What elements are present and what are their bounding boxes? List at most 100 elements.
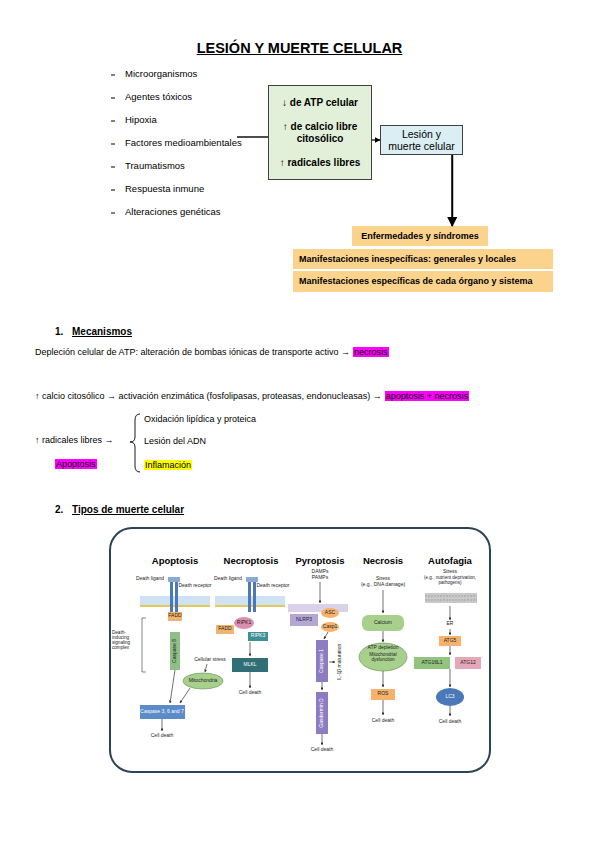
pathway-arrow [383,700,384,715]
figure-label: Caspase 1 [319,649,325,673]
protein-box [362,615,404,631]
section-number: 1. [55,326,63,338]
pathway-arrow [450,629,451,635]
pathway-arrow [170,670,175,703]
mitochondria-symbol [359,643,407,671]
protein-box [140,705,185,719]
figure-label: Casp1 [323,624,337,630]
figure-label: Stress [443,569,457,575]
list-item: Microorganismos [125,69,197,80]
process-box: ↓ de ATP celular ↑ de calcio libre citosó… [268,85,372,180]
section-heading: Tipos de muerte celular [72,504,184,516]
bracket [142,618,146,672]
figure-heading: Autofagia [428,556,472,567]
figure-heading: Necrosis [363,556,403,567]
figure-label: FADD [168,613,181,619]
node-text: ↓ de ATP celular [282,97,358,109]
figure-label: LC3 [445,694,454,700]
protein-box [168,612,182,621]
node-text: ↑ radicales libres [280,157,361,169]
membrane [425,596,477,597]
protein-box [371,689,395,700]
pathway-arrow [162,719,163,731]
figure-heading: Apoptosis [152,556,198,567]
protein-ellipse [436,688,464,706]
figure-label: Cellular stress [194,657,226,663]
protein-box [232,658,268,672]
figure-label: RIPK3 [251,633,265,639]
figure-label: (e.g., DNA damage) [361,582,405,588]
figure-label: MLKL [243,662,256,668]
figure-label: IL-1β maturation [337,644,343,681]
pathway-arrow [250,642,251,656]
pathway-arrow [450,669,451,687]
figure-label: ROS [378,691,389,697]
pathway-arrow [250,672,251,688]
flow-arrow [451,155,453,226]
figure-label: ASC [325,610,335,616]
protein-box [439,636,461,646]
figure-label: ATG16L1 [421,660,442,666]
receptor-symbol [253,582,256,612]
list-item: Alteraciones genéticas [125,207,221,218]
highlighted-text: Inflamación [144,460,192,470]
protein-box [316,692,328,734]
figure-label: DAMPs [312,569,329,575]
protein-ellipse [321,608,339,618]
list-bullet [111,75,115,76]
figure-label: Stress [376,576,390,582]
figure-label: Death receptor [256,583,289,589]
list-item: Respuesta inmune [125,184,204,195]
pathway-arrow [450,646,451,655]
figure-label: Mitochondrial dysfunction [364,652,402,662]
pathway-arrow [324,632,328,639]
ligand-symbol [246,577,258,582]
protein-ellipse [321,622,339,632]
text-row: ↑ calcio citosólico → activación enzimát… [35,391,469,402]
protein-box [455,657,481,669]
pathway-arrow [383,631,384,642]
highlighted-text: Apoptosis [55,459,97,469]
ligand-symbol [168,577,180,582]
receptor-symbol [170,582,173,612]
figure-label: ATG12 [460,660,475,666]
list-bullet [111,213,115,214]
pathway-arrow [180,688,190,703]
figure-label: ER [447,621,454,627]
list-item: Factores medioambientales [125,138,242,149]
list-item: Traumatismos [125,161,185,172]
figure-label: Cell death [372,718,395,724]
figure-label: Cell death [439,719,462,725]
figure-heading: Pyroptosis [295,556,344,567]
figure-label: Cell death [311,747,334,753]
text-row: Depleción celular de ATP: alteración de … [35,347,389,358]
list-bullet [111,121,115,122]
list-bullet [111,144,115,145]
pathway-arrow [383,671,384,687]
pathway-arrow [322,682,323,690]
figure-label: RIPK1 [237,620,251,626]
membrane [288,604,348,612]
figure-label: Mitochondria [189,678,218,684]
node-text: Manifestaciones inespecíficas: generales… [299,254,516,264]
protein-ellipse [234,617,254,629]
highlighted-text: necrosis [353,347,389,357]
figure-label: Death ligand [214,576,242,582]
pathway-arrow [383,590,384,613]
membrane [425,600,477,601]
protein-box [248,632,268,641]
list-bullet [111,167,115,168]
protein-box [170,632,180,670]
node-text: ↑ de calcio libre citosólico [272,121,368,144]
pathway-arrow [322,734,323,745]
pathway-arrow [205,664,207,672]
figure-label: Death ligand [136,576,164,582]
page-title: LESIÓN Y MUERTE CELULAR [0,40,599,56]
pathway-arrow [329,662,335,663]
figure-label: Cell death [151,733,174,739]
protein-box [414,657,450,669]
figure-label: Death receptor [178,583,211,589]
list-bullet [111,190,115,191]
figure-label: FADD [218,626,231,632]
